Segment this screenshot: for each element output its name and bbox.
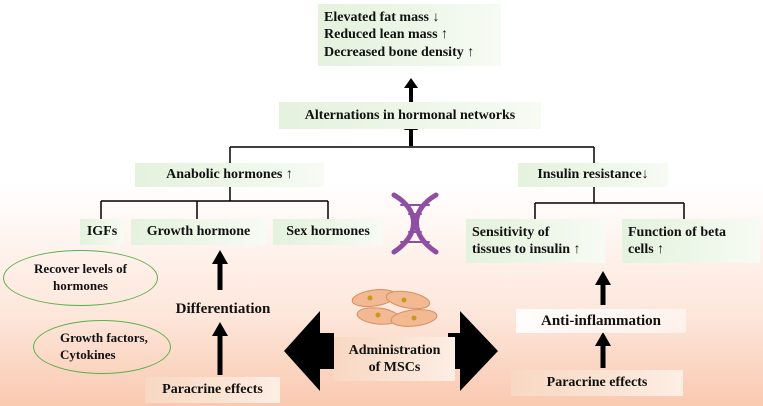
outcome-bone-density: Decreased bone density ↑ (324, 44, 475, 60)
paracrine-effects-left-box: Paracrine effects (145, 377, 280, 403)
anti-inflammation-box: Anti-inflammation (516, 309, 686, 333)
insulin-resistance-box: Insulin resistance↓ (518, 163, 668, 187)
recover-levels-line1: Recover levels of (34, 261, 127, 277)
sensitivity-line2: tissues to insulin ↑ (472, 242, 581, 257)
dna-icon (391, 192, 439, 255)
outcomes-box: Elevated fat mass ↓ Reduced lean mass ↑ … (318, 4, 501, 66)
differentiation-label: Differentiation (175, 300, 271, 317)
up-arrow-head (212, 250, 228, 264)
growth-hormone-box: Growth hormone (131, 219, 266, 245)
growth-factors-line1: Growth factors, (60, 330, 148, 346)
growth-hormone-label: Growth hormone (146, 224, 251, 240)
sensitivity-box: Sensitivity of tissues to insulin ↑ (466, 219, 605, 263)
cells-icon (351, 289, 438, 327)
recover-levels-ellipse: Recover levels of hormones (3, 250, 158, 306)
paracrine-effects-right-box: Paracrine effects (511, 370, 683, 396)
up-arrow-head (595, 332, 611, 346)
sex-hormones-label: Sex hormones (286, 224, 370, 240)
administration-line1: Administration (348, 342, 441, 358)
administration-box: Administration of MSCs (334, 337, 455, 381)
sex-hormones-box: Sex hormones (273, 219, 383, 245)
outcome-lean-mass: Reduced lean mass ↑ (324, 27, 449, 43)
anti-inflammation-label: Anti-inflammation (541, 312, 661, 329)
beta-cells-box: Function of beta cells ↑ (622, 219, 760, 263)
anabolic-hormones-box: Anabolic hormones ↑ (135, 163, 324, 187)
differentiation-label-box: Differentiation (168, 297, 278, 321)
paracrine-effects-left-label: Paracrine effects (162, 382, 263, 398)
recover-levels-line2: hormones (53, 278, 108, 293)
paracrine-effects-right-label: Paracrine effects (546, 375, 648, 391)
sensitivity-line1: Sensitivity of (472, 224, 550, 240)
big-right-arrow (448, 311, 498, 391)
beta-cells-line1: Function of beta (628, 224, 726, 240)
up-arrow-head (212, 322, 228, 336)
growth-factors-line2: Cytokines (60, 347, 116, 362)
hormonal-networks-label: Alternations in hormonal networks (304, 107, 516, 123)
administration-line2: of MSCs (368, 360, 421, 375)
growth-factors-ellipse: Growth factors, Cytokines (33, 320, 171, 374)
igfs-box: IGFs (80, 219, 124, 245)
up-arrow-head (595, 271, 611, 285)
anabolic-hormones-label: Anabolic hormones ↑ (166, 167, 293, 183)
beta-cells-line2: cells ↑ (628, 242, 665, 257)
insulin-resistance-label: Insulin resistance↓ (537, 167, 649, 183)
outcome-fat-mass: Elevated fat mass ↓ (324, 9, 440, 25)
hormonal-networks-box: Alternations in hormonal networks (279, 102, 541, 129)
big-left-arrow (284, 311, 334, 391)
up-arrow-head (404, 78, 418, 88)
igfs-label: IGFs (86, 224, 118, 240)
